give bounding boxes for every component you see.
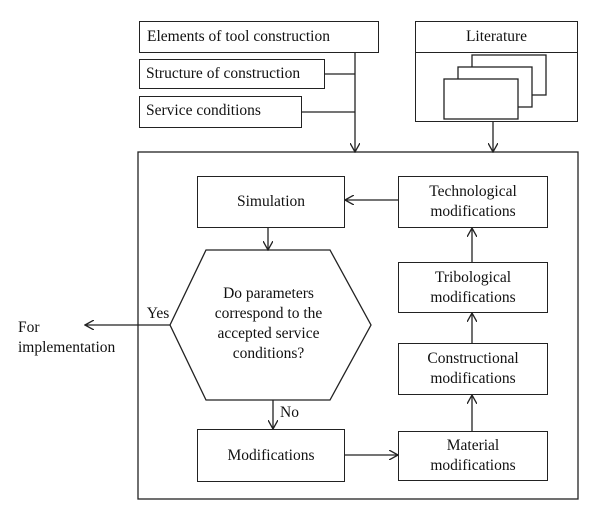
technological-label: Technological modifications <box>429 183 517 220</box>
structure-label: Structure of construction <box>146 65 301 82</box>
modifications-box <box>197 429 345 482</box>
elements-box <box>139 21 379 53</box>
no-label: No <box>280 404 299 421</box>
decision-label: Do parameters correspond to the accepted… <box>214 285 323 362</box>
modifications-label: Modifications <box>227 447 315 464</box>
structure-box <box>139 59 325 89</box>
literature-box <box>415 21 578 122</box>
tribological-label: Tribological modifications <box>430 269 516 306</box>
material-label: Material modifications <box>430 437 516 474</box>
constructional-label: Constructional modifications <box>427 350 519 387</box>
tribological-box <box>398 262 548 313</box>
constructional-box <box>398 343 548 395</box>
technological-box <box>398 176 548 228</box>
literature-page-front <box>443 78 519 120</box>
service-label: Service conditions <box>146 102 261 119</box>
material-box <box>398 431 548 481</box>
literature-divider <box>415 52 578 53</box>
for-implementation-label: For implementation <box>18 319 116 356</box>
elements-label: Elements of tool construction <box>147 28 330 45</box>
simulation-box <box>197 176 345 228</box>
service-box <box>139 96 302 128</box>
yes-label: Yes <box>146 305 170 322</box>
literature-label: Literature <box>465 28 528 45</box>
simulation-label: Simulation <box>236 193 306 210</box>
